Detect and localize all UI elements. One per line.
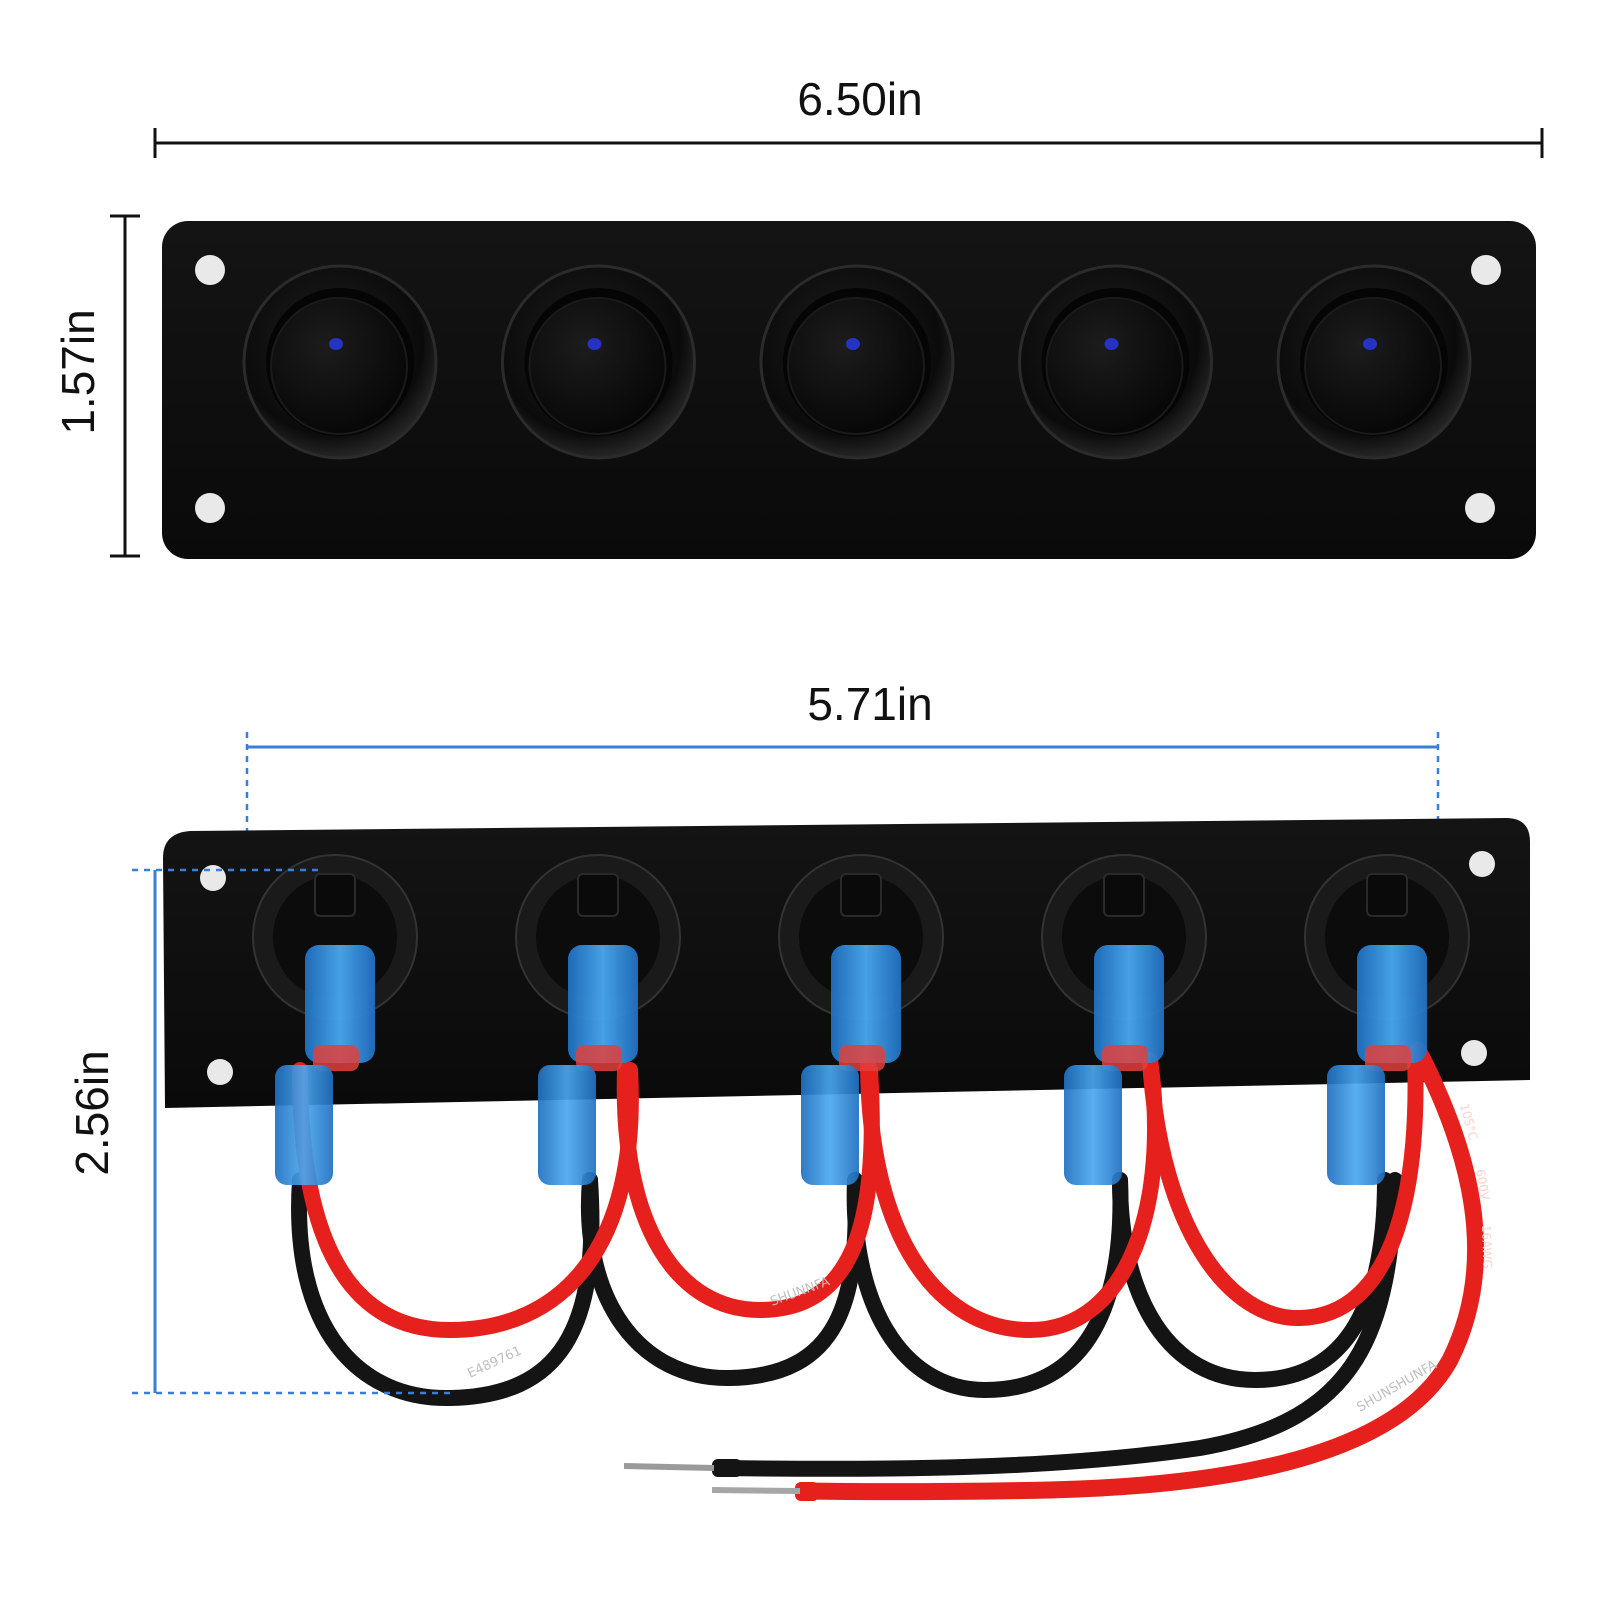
- wire-print: 600V: [1473, 1168, 1492, 1202]
- red-wire: [616, 1062, 880, 1319]
- mount-hole: [1469, 851, 1495, 877]
- red-wire-insulation-end: [795, 1482, 819, 1501]
- stripped-wire-end: [623, 1463, 715, 1471]
- black-wire: [1112, 1172, 1393, 1389]
- led-indicator-icon: [846, 338, 860, 350]
- switch-cap: [270, 297, 408, 435]
- red-wire: [292, 1062, 639, 1339]
- red-wire: [1142, 1047, 1424, 1327]
- led-indicator-icon: [1363, 338, 1377, 350]
- rear-span-label: 5.71in: [807, 678, 932, 730]
- black-wire: [580, 1172, 864, 1387]
- connector-crimp: [313, 1045, 359, 1071]
- rocker-switch[interactable]: [242, 264, 438, 460]
- spade-connector: [831, 945, 901, 1063]
- front-height-dimension: 1.57in: [52, 214, 140, 558]
- led-indicator-icon: [329, 338, 343, 350]
- front-panel: [162, 221, 1536, 559]
- switch-cap: [528, 297, 667, 435]
- mount-hole: [1465, 493, 1495, 523]
- spade-connector: [1327, 1065, 1385, 1185]
- mount-hole: [1461, 1040, 1487, 1066]
- spade-connector: [1094, 945, 1164, 1063]
- switch-cap: [1304, 297, 1442, 435]
- switch-rear-body: [1304, 854, 1470, 1020]
- connector-crimp: [839, 1045, 885, 1071]
- led-indicator-icon: [1104, 338, 1119, 350]
- front-width-dimension: 6.50in: [153, 73, 1544, 158]
- switch-rear-tab: [314, 873, 356, 917]
- spade-connector: [538, 1065, 596, 1185]
- spade-connector: [801, 1065, 859, 1185]
- mount-hole: [195, 255, 225, 285]
- spade-connector: [1064, 1065, 1122, 1185]
- switch-cap: [1045, 297, 1184, 435]
- mount-hole: [1471, 255, 1501, 285]
- rear-height-dimension: 2.56in: [66, 868, 452, 1395]
- rocker-switch[interactable]: [759, 264, 955, 460]
- switch-cap: [787, 297, 925, 435]
- mount-hole: [200, 865, 226, 891]
- red-wire-lead: [796, 1041, 1485, 1501]
- front-switches: [242, 264, 1472, 460]
- connector-crimp: [576, 1045, 622, 1071]
- black-wire: [291, 1172, 600, 1407]
- wiring-harness: E489761 SHUNNFA 105°C 600V 16AWG SHUNSHU…: [291, 1041, 1495, 1501]
- spade-connector: [568, 945, 638, 1063]
- stripped-wire-end: [711, 1487, 801, 1494]
- wire-print: E489761: [465, 1344, 524, 1382]
- spade-connectors: [275, 945, 1427, 1185]
- black-wire-lead: [712, 1172, 1403, 1477]
- spade-connector: [275, 1065, 333, 1185]
- rear-span-dimension: 5.71in: [245, 678, 1440, 962]
- connector-crimp: [1102, 1045, 1148, 1071]
- switch-rear-tab: [577, 873, 619, 917]
- red-wire: [860, 1052, 1163, 1339]
- front-height-label: 1.57in: [52, 309, 104, 434]
- connector-crimp: [1365, 1045, 1411, 1071]
- switch-rear-tab: [840, 873, 882, 917]
- spade-connector: [1357, 945, 1427, 1063]
- rocker-switch[interactable]: [1018, 264, 1213, 460]
- switch-rear-body: [778, 854, 944, 1020]
- rear-height-label: 2.56in: [66, 1050, 118, 1175]
- rocker-switch[interactable]: [501, 264, 696, 460]
- wire-print: 16AWG: [1479, 1225, 1495, 1269]
- black-wire-insulation-end: [712, 1459, 742, 1477]
- rocker-switch[interactable]: [1276, 264, 1472, 460]
- switch-rear-tab: [1366, 873, 1408, 917]
- led-indicator-icon: [587, 338, 602, 350]
- mount-hole: [207, 1059, 233, 1085]
- mount-hole: [195, 493, 225, 523]
- switch-rear-tab: [1103, 873, 1145, 917]
- front-width-label: 6.50in: [797, 73, 922, 125]
- spade-connector: [305, 945, 375, 1063]
